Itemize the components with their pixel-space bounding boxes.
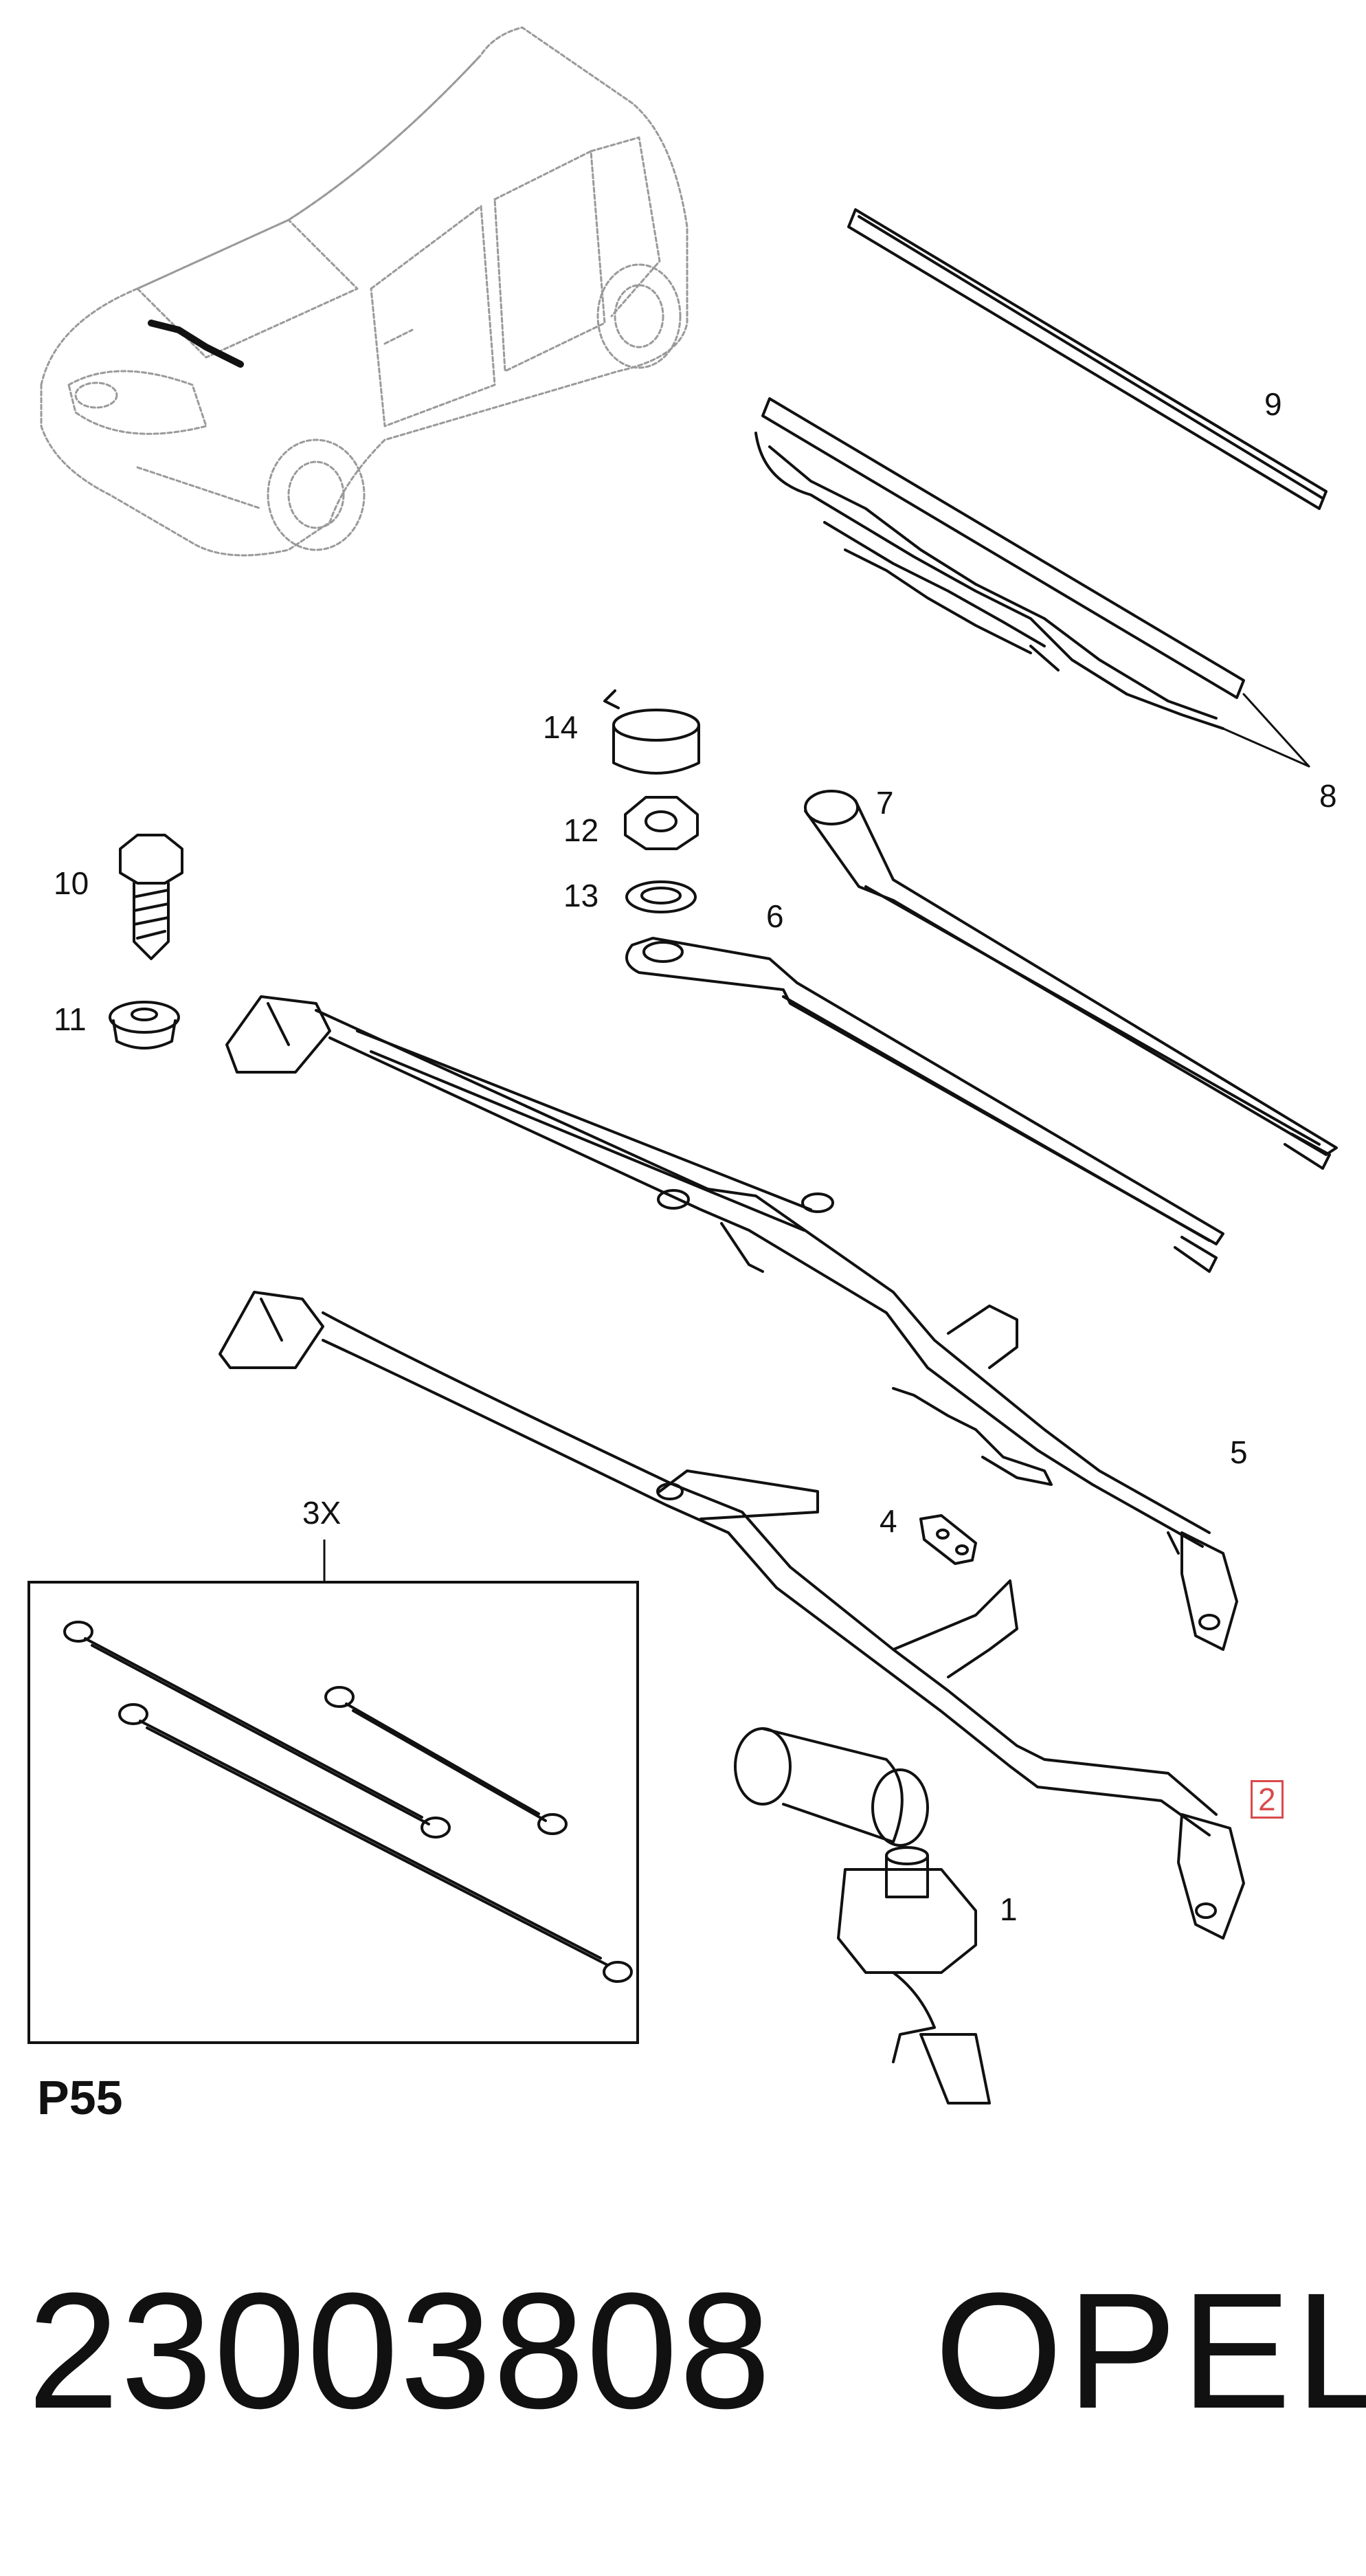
brand-name: OPEL <box>934 2258 1366 2443</box>
wiper-blade-refill <box>847 208 1328 510</box>
callout-label-6: 6 <box>766 898 784 934</box>
link-rod-kit-box <box>27 1581 639 2044</box>
nut-part <box>624 796 699 850</box>
callout-label-2: 2 <box>1251 1780 1284 1819</box>
callout-label-13: 13 <box>563 878 599 913</box>
wiper-linkage-upper <box>225 995 1238 1651</box>
mounting-bracket <box>919 1514 977 1565</box>
callout-label-7: 7 <box>876 785 894 821</box>
wiper-arm-driver <box>625 937 1224 1273</box>
washer-part <box>625 880 697 913</box>
callout-label-5: 5 <box>1230 1434 1248 1470</box>
callout-label-4: 4 <box>880 1503 897 1539</box>
callout-label-3x: 3X <box>302 1495 342 1531</box>
callout-label-12: 12 <box>563 812 599 848</box>
link-rod-kit-illustration <box>63 1621 633 1983</box>
wiper-linkage-lower <box>219 1291 1245 1940</box>
wiper-motor <box>734 1727 991 2105</box>
wiper-arm-passenger <box>804 790 1338 1170</box>
clip-nut-part <box>109 1001 180 1050</box>
callout-label-14: 14 <box>543 709 579 745</box>
callout-label-1: 1 <box>1000 1891 1018 1927</box>
kit-leader-line <box>323 1540 326 1581</box>
callout-label-10: 10 <box>54 865 89 901</box>
page-code: P55 <box>37 2071 123 2124</box>
car-illustration <box>40 26 688 557</box>
callout-label-9: 9 <box>1264 386 1282 422</box>
cap-part <box>603 689 700 775</box>
part-number: 23003808 <box>27 2258 772 2443</box>
wiper-blade-assembly <box>754 397 1245 730</box>
callout-label-8: 8 <box>1319 778 1337 814</box>
bolt-part <box>119 834 183 960</box>
callout-label-11: 11 <box>54 1001 87 1037</box>
car-wiper-marker <box>148 320 244 368</box>
